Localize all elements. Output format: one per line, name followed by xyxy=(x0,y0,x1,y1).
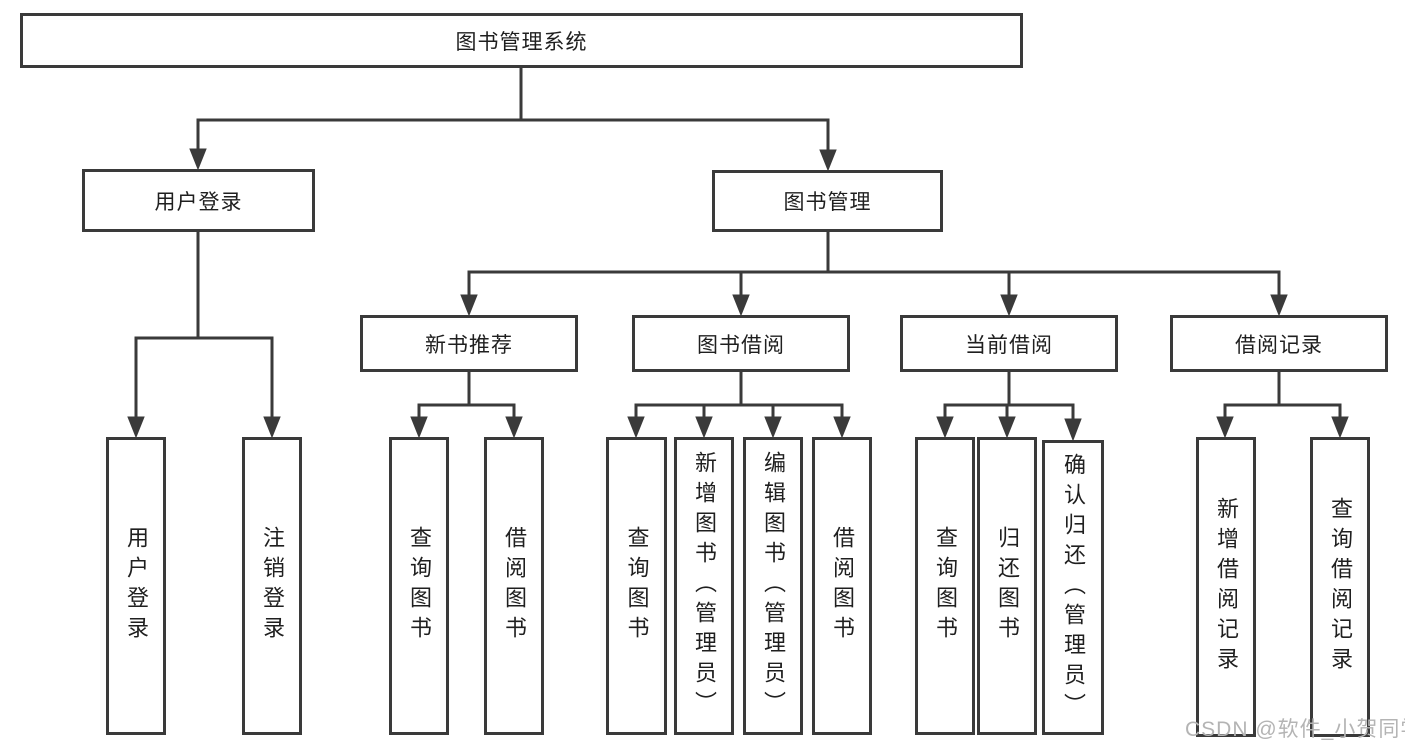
leaf-borrow-books-recommend: 借阅图书 xyxy=(484,437,544,735)
node-book-management-branch: 图书管理 xyxy=(712,170,943,232)
leaf-query-books-borrow: 查询图书 xyxy=(606,437,667,735)
leaf-add-borrow-record: 新增借阅记录 xyxy=(1196,437,1256,737)
leaf-return-books: 归还图书 xyxy=(977,437,1037,735)
leaf-query-books-current: 查询图书 xyxy=(915,437,975,735)
node-new-book-recommend: 新书推荐 xyxy=(360,315,578,372)
leaf-edit-book-admin: 编辑图书（管理员） xyxy=(743,437,803,735)
csdn-watermark: CSDN @软件_小贺同学 xyxy=(1185,718,1405,741)
node-root-system: 图书管理系统 xyxy=(20,13,1023,68)
node-user-login-branch: 用户登录 xyxy=(82,169,315,232)
leaf-logout: 注销登录 xyxy=(242,437,302,735)
leaf-user-login: 用户登录 xyxy=(106,437,166,735)
leaf-query-books-recommend: 查询图书 xyxy=(389,437,449,735)
node-book-borrow: 图书借阅 xyxy=(632,315,850,372)
node-current-borrow: 当前借阅 xyxy=(900,315,1118,372)
leaf-confirm-return-admin: 确认归还（管理员） xyxy=(1042,440,1104,735)
leaf-query-borrow-record: 查询借阅记录 xyxy=(1310,437,1370,737)
node-borrow-records: 借阅记录 xyxy=(1170,315,1388,372)
leaf-borrow-books: 借阅图书 xyxy=(812,437,872,735)
leaf-add-book-admin: 新增图书（管理员） xyxy=(674,437,734,735)
